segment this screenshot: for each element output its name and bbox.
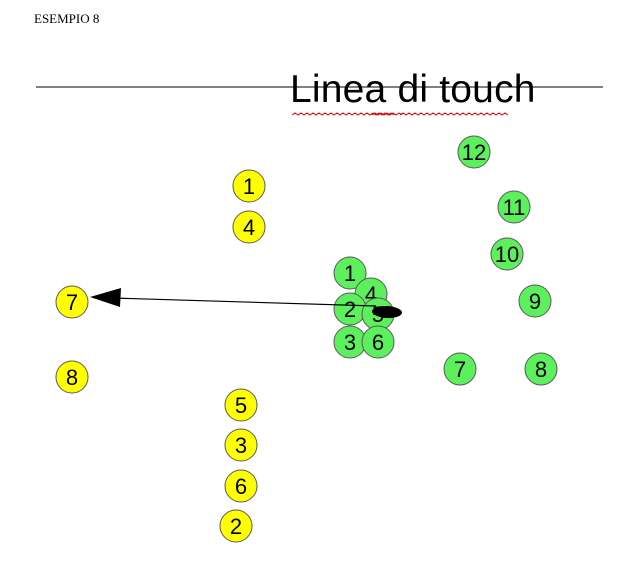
green-player-number: 11 <box>503 195 526 220</box>
green-player-number: 3 <box>344 330 356 355</box>
yellow-player-marker <box>219 509 253 543</box>
green-player: 10 <box>490 237 524 271</box>
green-player-number: 6 <box>372 330 384 355</box>
green-player: 7 <box>443 352 477 386</box>
green-player: 9 <box>518 284 552 318</box>
green-player-marker <box>361 325 395 359</box>
yellow-player-number: 7 <box>66 290 78 315</box>
touch-line-label-text: Linea di touch <box>290 68 536 111</box>
green-player: 1 <box>333 256 367 290</box>
yellow-player-number: 2 <box>230 514 242 539</box>
pass-arrow-shaft <box>111 297 377 307</box>
green-player-number: 2 <box>344 297 356 322</box>
green-player-marker <box>524 352 558 386</box>
yellow-player-marker <box>224 388 258 422</box>
pass-arrow-head <box>90 288 121 307</box>
yellow-player-marker <box>232 169 266 203</box>
ball-icon <box>372 305 402 319</box>
green-player-marker <box>490 237 524 271</box>
green-player-number: 12 <box>462 140 486 165</box>
green-player-marker <box>497 190 531 224</box>
green-player-number: 7 <box>454 357 466 382</box>
spellcheck-underline <box>291 112 509 116</box>
green-player: 12 <box>457 135 491 169</box>
example-title: ESEMPIO 8 <box>34 11 100 26</box>
yellow-player: 3 <box>224 428 258 462</box>
yellow-player-marker <box>55 285 89 319</box>
yellow-player-marker <box>232 210 266 244</box>
green-player-number: 9 <box>529 289 541 314</box>
green-player-marker <box>333 256 367 290</box>
yellow-player-marker <box>224 469 258 503</box>
green-player-marker <box>443 352 477 386</box>
yellow-player-number: 3 <box>235 433 247 458</box>
yellow-player: 6 <box>224 469 258 503</box>
green-player: 2 <box>333 292 367 326</box>
yellow-player-number: 5 <box>235 393 247 418</box>
yellow-player-number: 4 <box>243 215 255 240</box>
pass-arrow <box>90 288 377 307</box>
green-player-number: 8 <box>535 357 547 382</box>
yellow-player-marker <box>224 428 258 462</box>
green-player-number: 1 <box>344 261 356 286</box>
yellow-player: 7 <box>55 285 89 319</box>
yellow-player: 4 <box>232 210 266 244</box>
yellow-player: 5 <box>224 388 258 422</box>
yellow-player-marker <box>55 360 89 394</box>
green-player-number: 10 <box>495 242 519 267</box>
green-player-marker <box>518 284 552 318</box>
green-player-marker <box>457 135 491 169</box>
yellow-player-number: 6 <box>235 474 247 499</box>
yellow-player-number: 8 <box>66 365 78 390</box>
green-player: 8 <box>524 352 558 386</box>
touch-line-label: Linea di touch <box>290 68 536 116</box>
green-player: 3 <box>333 325 367 359</box>
yellow-player: 1 <box>232 169 266 203</box>
green-player: 6 <box>361 325 395 359</box>
yellow-player: 8 <box>55 360 89 394</box>
yellow-player-number: 1 <box>243 174 255 199</box>
green-player: 11 <box>497 190 531 224</box>
yellow-player: 2 <box>219 509 253 543</box>
